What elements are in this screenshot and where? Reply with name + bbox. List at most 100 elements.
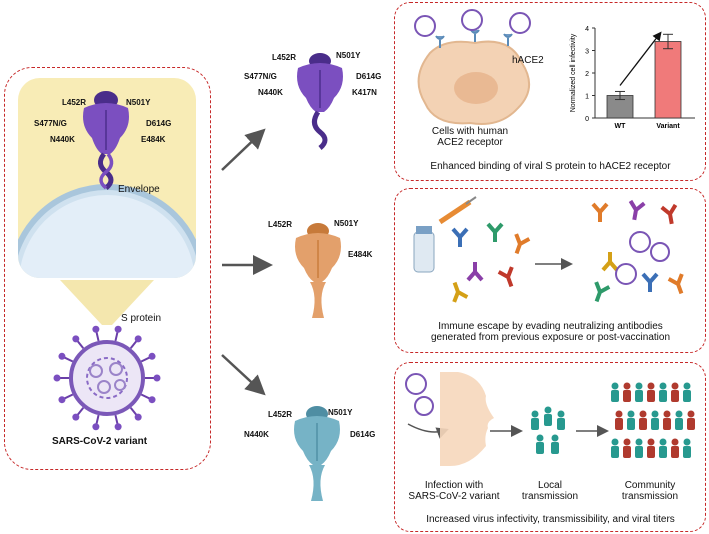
trend-arrow [619, 31, 662, 86]
person-body [623, 390, 631, 402]
cell-caption-line2: ACE2 receptor [437, 137, 503, 148]
person-body [675, 418, 683, 430]
antibody-arm [514, 233, 531, 255]
rbd-label-n440k: N440K [50, 135, 75, 144]
step-local: Local transmission [510, 480, 590, 502]
host-cell-illustration [414, 9, 531, 125]
virus-spike-tip [58, 396, 66, 404]
person-body [683, 446, 691, 458]
person-body [671, 446, 679, 458]
bar-variant [654, 41, 682, 119]
person-icon [611, 382, 619, 402]
arrow-to-variant-3 [221, 354, 266, 396]
rbd-label-d614g: D614G [146, 119, 172, 128]
antibody-icon [466, 262, 484, 282]
v2-label-n501y: N501Y [334, 219, 359, 228]
person-icon [659, 382, 667, 402]
person-icon [536, 434, 544, 454]
rbd-label-e484k: E484K [141, 135, 166, 144]
step-infection-line1: Infection with [424, 480, 484, 491]
v3-label-n501y: N501Y [328, 408, 353, 417]
person-head [615, 410, 623, 418]
person-icon [687, 410, 695, 430]
antibody-icon [601, 252, 619, 272]
person-icon [647, 438, 655, 458]
person-icon [683, 438, 691, 458]
person-head [647, 438, 655, 446]
person-head [683, 438, 691, 446]
virus-spike-tip [92, 423, 100, 431]
antibody-arm [667, 273, 684, 295]
person-icon [627, 410, 635, 430]
person-head [623, 438, 631, 446]
person-head [651, 410, 659, 418]
rbd-label-s477ng: S477N/G [34, 119, 67, 128]
v2-label-l452r: L452R [268, 220, 293, 229]
binding-caption: Enhanced binding of viral S protein to h… [430, 161, 671, 172]
person-head [671, 438, 679, 446]
person-body [647, 390, 655, 402]
person-head [687, 410, 695, 418]
antibody-icon [591, 202, 609, 222]
person-body [639, 418, 647, 430]
person-icon [544, 406, 552, 426]
virus-spike-tip [134, 335, 142, 343]
antibody-arm [466, 262, 484, 282]
v1-label-l452r: L452R [272, 53, 297, 62]
person-body [671, 390, 679, 402]
person-body [635, 390, 643, 402]
person-head [611, 438, 619, 446]
person-body [683, 390, 691, 402]
antibody-icon [451, 227, 469, 247]
person-icon [659, 438, 667, 458]
spike-variant-2 [295, 223, 341, 318]
cell-caption: Cells with human ACE2 receptor [410, 126, 530, 148]
antibody-arm [601, 252, 619, 272]
person-icon [531, 410, 539, 430]
y-tick-label: 2 [585, 71, 589, 78]
binding-panel [394, 2, 706, 181]
y-tick-label: 4 [585, 26, 589, 33]
antibody-icon [514, 233, 531, 255]
person-head [635, 438, 643, 446]
person-head [551, 434, 559, 442]
person-head [635, 382, 643, 390]
person-head [675, 410, 683, 418]
v1-label-n501y: N501Y [336, 51, 361, 60]
v3-label-n440k: N440K [244, 430, 269, 439]
v3-label-l452r: L452R [268, 410, 293, 419]
s-protein-label: S protein [121, 313, 162, 324]
person-head [659, 438, 667, 446]
person-icon [683, 382, 691, 402]
virus-spike-tip [114, 423, 122, 431]
person-icon [671, 382, 679, 402]
step-local-line1: Local [538, 480, 562, 491]
rbd-label-l452r: L452R [62, 98, 87, 107]
antibody-icon [594, 281, 611, 303]
transmission-caption: Increased virus infectivity, transmissib… [426, 514, 675, 525]
immune-caption: Immune escape by evading neutralizing an… [398, 321, 703, 343]
person-head [623, 382, 631, 390]
person-body [611, 446, 619, 458]
antibody-arm [497, 266, 514, 288]
step-community-line1: Community [624, 480, 676, 491]
envelope-label: Envelope [118, 184, 160, 195]
antibody-illustration [413, 196, 684, 303]
person-head [671, 382, 679, 390]
immune-caption-line2: generated from previous exposure or post… [430, 332, 671, 343]
person-head [683, 382, 691, 390]
virus-spike-tip [153, 374, 161, 382]
antibody-arm [486, 222, 504, 242]
antibody-icon [497, 266, 514, 288]
immune-escape-panel [394, 188, 706, 353]
person-icon [639, 410, 647, 430]
v1-label-n440k: N440K [258, 88, 283, 97]
person-head [544, 406, 552, 414]
face-profile-icon [440, 372, 494, 466]
antibody-icon [486, 222, 504, 242]
person-head [531, 410, 539, 418]
person-head [557, 410, 565, 418]
person-head [663, 410, 671, 418]
